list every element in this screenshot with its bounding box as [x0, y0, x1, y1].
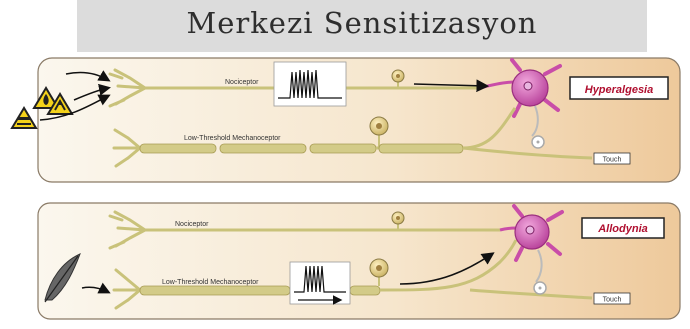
allodynia-label: Allodynia [597, 223, 648, 235]
top-spike-train [274, 62, 346, 106]
allodynia-badge: Allodynia [582, 218, 664, 238]
top-panel: Nociceptor Hyperalgesia [12, 58, 680, 182]
nociceptor-label: Nociceptor [225, 79, 259, 86]
top-touch-box: Touch [594, 153, 630, 164]
bottom-touch-box: Touch [594, 293, 630, 304]
bottom-spike-train [290, 262, 350, 304]
bottom-panel: Nociceptor Low-Threshold Mechanoceptor [38, 203, 680, 319]
bottom-nociceptor-label: Nociceptor [175, 221, 209, 228]
corrosive-warning-icon [12, 108, 36, 128]
hyperalgesia-label: Hyperalgesia [585, 84, 653, 96]
bottom-mechanoceptor-label: Low-Threshold Mechanoceptor [162, 279, 259, 286]
bottom-touch-label: Touch [603, 297, 622, 304]
touch-label: Touch [603, 157, 622, 164]
hyperalgesia-badge: Hyperalgesia [570, 77, 668, 99]
mechanoceptor-label: Low-Threshold Mechanoceptor [184, 135, 281, 142]
